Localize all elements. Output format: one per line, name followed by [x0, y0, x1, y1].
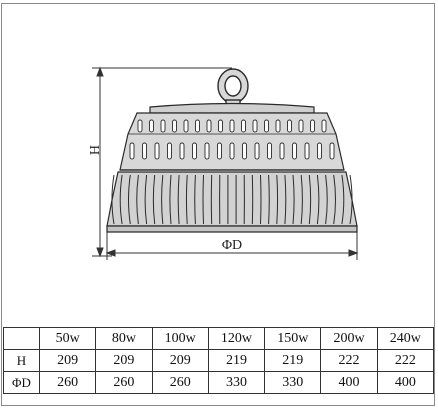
spec-table: 50w 80w 100w 120w 150w 200w 240w H 209 2…	[3, 327, 435, 394]
table-cell: 209	[95, 349, 153, 372]
table-cell: 222	[320, 349, 378, 372]
vent-slot	[229, 119, 235, 133]
fin-line	[194, 174, 196, 225]
table-cell: 260	[38, 371, 97, 394]
height-dimension	[92, 66, 232, 258]
header-cell: 50w	[38, 327, 97, 350]
fin-line	[185, 174, 188, 225]
table-cell: 209	[151, 349, 209, 372]
header-cell: 200w	[320, 327, 378, 350]
vent-slot	[142, 142, 147, 160]
drawing-frame	[1, 3, 435, 406]
fin-line	[152, 174, 156, 225]
vent-slot	[206, 119, 212, 133]
vent-slot	[195, 119, 200, 133]
row-label: ΦD	[3, 371, 40, 394]
vent-slot	[129, 142, 135, 160]
fin-line	[284, 174, 287, 225]
fin-line	[202, 174, 204, 225]
header-cell: 120w	[207, 327, 266, 350]
vent-slot	[160, 119, 166, 133]
vent-slot	[298, 119, 304, 133]
vent-slot	[275, 119, 281, 133]
table-row: ΦD 260 260 260 330 330 400 400	[3, 371, 435, 394]
heatsink	[106, 171, 358, 233]
diameter-label: ΦD	[222, 238, 242, 253]
vent-slot	[183, 119, 189, 133]
vent-slot	[172, 119, 177, 133]
fin-line	[268, 174, 270, 225]
vent-slot	[287, 119, 292, 133]
table-cell: 260	[151, 371, 209, 394]
height-label: H	[86, 145, 101, 155]
fin-line	[325, 174, 328, 225]
vent-slot	[137, 119, 143, 133]
vent-slot	[321, 119, 327, 133]
vent-slot	[292, 142, 297, 160]
fin-line	[161, 174, 164, 225]
fin-line	[292, 174, 295, 225]
vent-slot	[218, 119, 223, 133]
vent-slot	[149, 119, 154, 133]
upper-housing	[119, 102, 345, 171]
row-label: H	[3, 349, 40, 372]
fin-line	[349, 174, 353, 225]
fin-line	[276, 174, 279, 225]
heatsink-fins	[111, 174, 353, 225]
table-cell: 219	[264, 349, 322, 372]
lamp-drawing: H ΦD	[86, 66, 359, 260]
table-cell: 219	[207, 349, 266, 372]
vent-slot	[204, 142, 210, 160]
fin-line	[111, 174, 115, 225]
hanging-ring	[217, 68, 249, 109]
table-header-row: 50w 80w 100w 120w 150w 200w 240w	[3, 327, 435, 350]
table-row: H 209 209 209 219 219 222 222	[3, 349, 435, 372]
fin-line	[308, 174, 312, 225]
table-corner-cell	[3, 327, 40, 350]
vent-slot	[329, 142, 335, 160]
vent-slot	[229, 142, 235, 160]
vent-slot	[242, 142, 247, 160]
vent-slot	[267, 142, 272, 160]
table-cell: 400	[320, 371, 378, 394]
vent-slot	[254, 142, 260, 160]
upper-slots	[129, 119, 335, 160]
fin-line	[128, 174, 131, 225]
vent-slot	[304, 142, 310, 160]
fin-line	[177, 174, 180, 225]
table-cell: 260	[95, 371, 153, 394]
diameter-dimension	[105, 230, 359, 260]
fin-line	[144, 174, 148, 225]
header-cell: 240w	[376, 327, 435, 350]
table-cell: 330	[207, 371, 266, 394]
fin-line	[300, 174, 303, 225]
table-cell: 400	[376, 371, 435, 394]
vent-slot	[279, 142, 285, 160]
fin-line	[169, 174, 172, 225]
fin-line	[136, 174, 139, 225]
header-cell: 100w	[151, 327, 209, 350]
vent-slot	[264, 119, 269, 133]
vent-slot	[179, 142, 185, 160]
table-cell: 209	[38, 349, 97, 372]
fin-line	[341, 174, 345, 225]
fin-line	[119, 174, 123, 225]
vent-slot	[241, 119, 246, 133]
vent-slot	[310, 119, 315, 133]
table-cell: 222	[376, 349, 435, 372]
vent-slot	[167, 142, 172, 160]
fin-line	[333, 174, 336, 225]
vent-slot	[252, 119, 258, 133]
fin-line	[260, 174, 262, 225]
vent-slot	[192, 142, 197, 160]
fin-line	[316, 174, 320, 225]
vent-slot	[154, 142, 160, 160]
vent-slot	[217, 142, 222, 160]
table-cell: 330	[264, 371, 322, 394]
vent-slot	[317, 142, 322, 160]
header-cell: 150w	[264, 327, 322, 350]
header-cell: 80w	[95, 327, 153, 350]
